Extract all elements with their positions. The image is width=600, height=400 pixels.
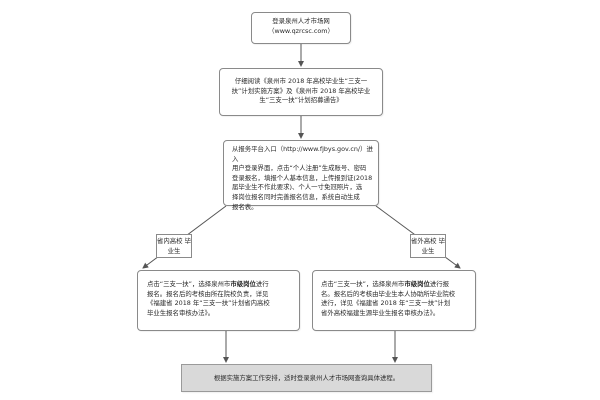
out-province-tag-line-2: 毕业生 <box>421 237 445 255</box>
step-read-box: 仔细阅读《泉州市 2018 年高校毕业生“三支一 扶”计划实施方案》及《泉州市 … <box>219 68 383 116</box>
register-line-4: 届毕业生不作此要求)、个人一寸免冠照片，选 <box>232 183 363 192</box>
login-url: （www.qzrcsc.com） <box>268 26 334 35</box>
read-line-1: 仔细阅读《泉州市 2018 年高校毕业生“三支一 <box>234 77 368 85</box>
out-province-tag-line-1: 省外高校 <box>411 237 437 245</box>
register-line-5: 择岗位报名同时完善报名信息，系统自动生成 <box>232 192 360 201</box>
read-line-2: 扶”计划实施方案》及《泉州市 2018 年高校毕业 <box>231 86 371 95</box>
out-province-line-4: 省外高校福建生源毕业生报名审核办法》。 <box>321 308 440 317</box>
in-province-line-1: 点击“三支一扶”，选择泉州市市级岗位进行 <box>147 280 269 288</box>
step-register-box: 从报务平台入口（http://www.fjbys.gov.cn/）进入 用户登录… <box>223 140 379 211</box>
in-province-tag-line-2: 毕业生 <box>167 237 191 255</box>
in-province-tag: 省内高校 毕业生 <box>156 234 192 258</box>
in-province-line-4: 毕业生报名审核办法》。 <box>147 308 215 317</box>
register-line-2: 用户登录界面，点击“个人注册”生成账号、密码 <box>232 164 367 173</box>
read-line-3: 生“三支一扶”计划招募通告》 <box>259 96 343 105</box>
out-province-box: 点击“三支一扶”，选择泉州市市级岗位进行报 名。报名后的考核由毕业生本人协助所毕… <box>312 270 476 331</box>
in-province-line-2: 报名。报名后的考核由所在院校负责，详见 <box>147 289 269 298</box>
out-province-highlight: 市级岗位 <box>404 280 430 288</box>
out-province-tag: 省外高校 毕业生 <box>410 234 446 258</box>
login-title: 登录泉州人才市场网 <box>272 17 330 25</box>
register-line-3: 登录报名，填报个人基本信息，上传报到证(2018 <box>232 173 373 182</box>
in-province-highlight: 市级岗位 <box>230 280 256 288</box>
final-step-box: 根据实施方案工作安排，适时登录泉州人才市场网查询具体进程。 <box>181 364 432 392</box>
out-province-line-1: 点击“三支一扶”，选择泉州市市级岗位进行报 <box>321 280 450 288</box>
final-text: 根据实施方案工作安排，适时登录泉州人才市场网查询具体进程。 <box>213 374 400 382</box>
in-province-tag-line-1: 省内高校 <box>157 237 183 245</box>
in-province-box: 点击“三支一扶”，选择泉州市市级岗位进行 报名。报名后的考核由所在院校负责，详见… <box>137 270 300 331</box>
register-line-1: 从报务平台入口（http://www.fjbys.gov.cn/）进入 <box>232 145 373 163</box>
step-login-box: 登录泉州人才市场网 （www.qzrcsc.com） <box>251 12 351 44</box>
out-province-line-2: 名。报名后的考核由毕业生本人协助所毕业院校 <box>321 289 456 298</box>
in-province-line-3: 《福建省 2018 年“三支一扶”计划省内高校 <box>147 299 270 308</box>
register-line-6: 报名表。 <box>232 202 258 211</box>
out-province-line-3: 进行，详见《福建省 2018 年“三支一扶”计划 <box>321 299 451 308</box>
